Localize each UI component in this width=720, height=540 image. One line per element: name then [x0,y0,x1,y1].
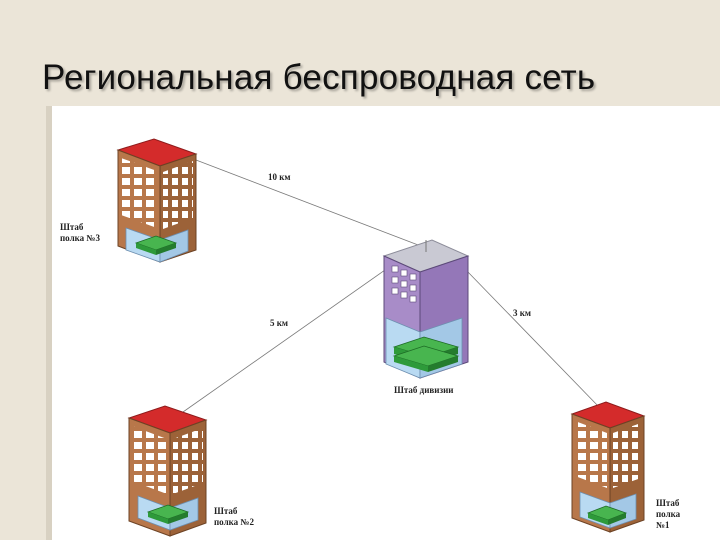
node-label-regiment-2: Штаб полка №2 [214,506,254,528]
division-building [382,239,470,379]
node-label-regiment-2-line2: полка №2 [214,517,254,527]
link-division-regiment1 [465,269,601,409]
distance-label-5km: 5 км [270,318,289,328]
panel-edge [46,106,52,540]
slide-title: Региональная беспроводная сеть [42,58,596,97]
link-division-regiment2 [182,269,386,413]
regiment-2-building [127,405,208,537]
regiment-3-building [116,138,198,263]
node-label-regiment-3-line2: полка №3 [60,233,100,243]
node-label-regiment-1-line3: №1 [656,520,670,530]
link-division-regiment3 [195,159,427,249]
regiment-1-building [570,401,646,533]
node-label-regiment-2-line1: Штаб [214,506,238,516]
distance-label-10km: 10 км [268,172,291,182]
node-label-regiment-3-line1: Штаб [60,222,84,232]
node-label-regiment-3: Штаб полка №3 [60,222,100,244]
node-label-regiment-1-line1: Штаб [656,498,680,508]
node-label-division: Штаб дивизии [394,385,454,395]
node-label-regiment-1-line2: полка [656,509,681,519]
node-label-regiment-1: Штаб полка №1 [656,498,680,531]
distance-label-3km: 3 км [513,308,532,318]
